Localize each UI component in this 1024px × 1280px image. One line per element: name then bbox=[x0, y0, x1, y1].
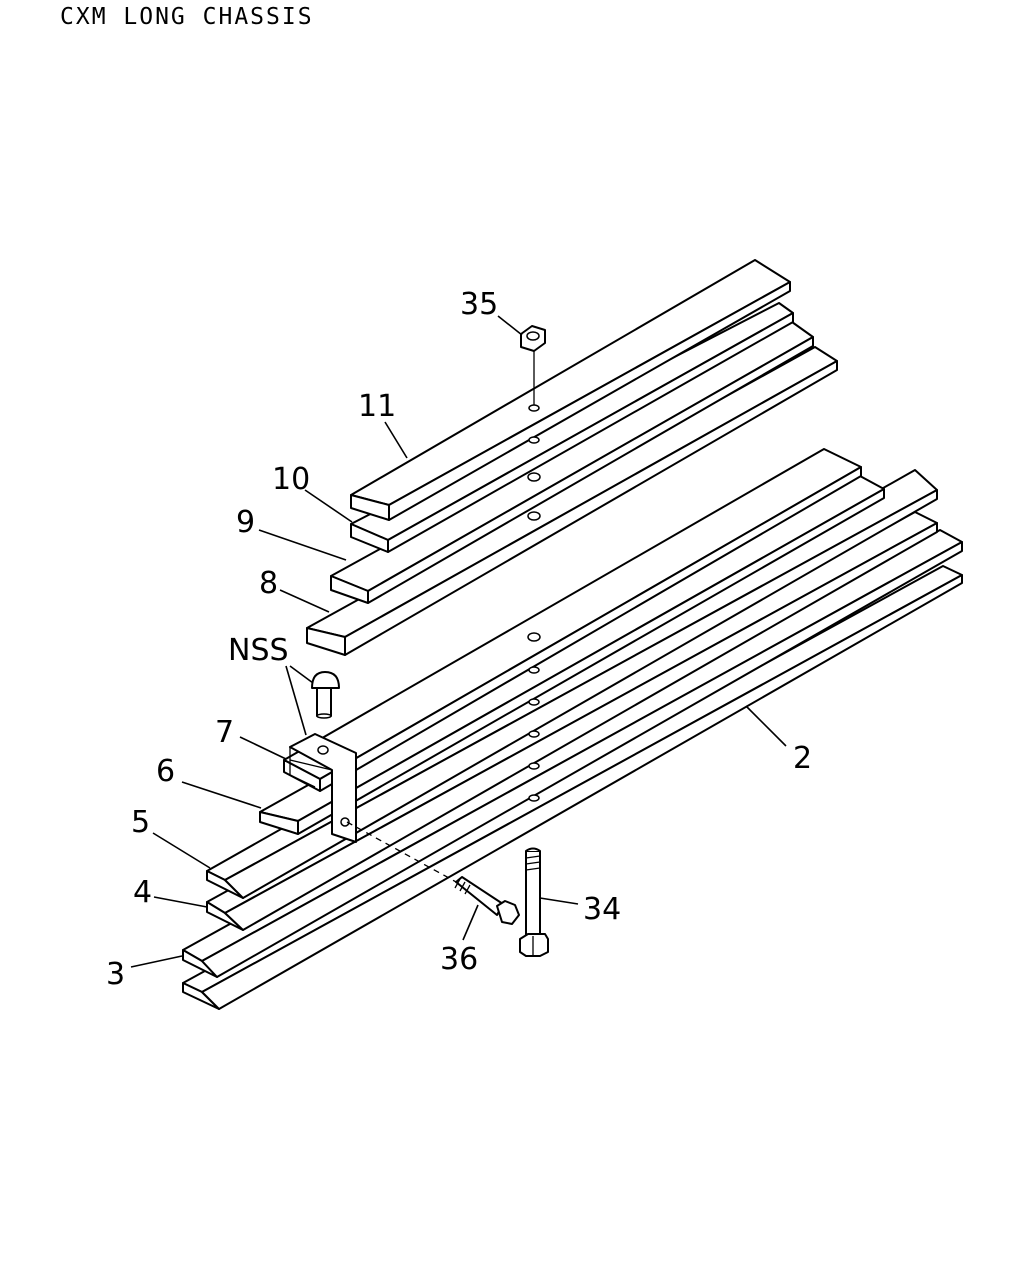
callout-34: 34 bbox=[583, 892, 621, 927]
callout-7: 7 bbox=[215, 715, 234, 750]
callout-8: 8 bbox=[259, 566, 278, 601]
spring-clip bbox=[289, 733, 357, 843]
rivet-nss bbox=[311, 671, 340, 719]
leader-lines bbox=[130, 315, 787, 968]
leaf-4 bbox=[206, 511, 938, 931]
callout-11: 11 bbox=[358, 389, 396, 424]
callout-2: 2 bbox=[793, 741, 812, 776]
callout-4: 4 bbox=[133, 875, 152, 910]
nut-35 bbox=[520, 325, 546, 405]
callout-6: 6 bbox=[156, 754, 175, 789]
callout-5: 5 bbox=[131, 805, 150, 840]
page-title: CXM LONG CHASSIS bbox=[60, 4, 314, 30]
callout-3: 3 bbox=[106, 957, 125, 992]
bolt-34 bbox=[519, 847, 549, 957]
bolt-36 bbox=[346, 821, 520, 925]
center-bolt-holes-lower bbox=[527, 632, 541, 802]
center-bolt-holes-upper bbox=[527, 404, 541, 521]
callout-10: 10 bbox=[272, 462, 310, 497]
leaf-9 bbox=[330, 321, 814, 604]
leaf-11 bbox=[350, 259, 791, 521]
callout-9: 9 bbox=[236, 505, 255, 540]
callout-36: 36 bbox=[440, 942, 478, 977]
leaf-7 bbox=[283, 448, 862, 792]
leaf-10 bbox=[350, 302, 794, 553]
callout-35: 35 bbox=[460, 287, 498, 322]
callout-labels: 35 11 10 9 8 NSS 7 6 5 4 3 2 34 36 bbox=[106, 287, 812, 992]
callout-nss: NSS bbox=[228, 633, 289, 668]
